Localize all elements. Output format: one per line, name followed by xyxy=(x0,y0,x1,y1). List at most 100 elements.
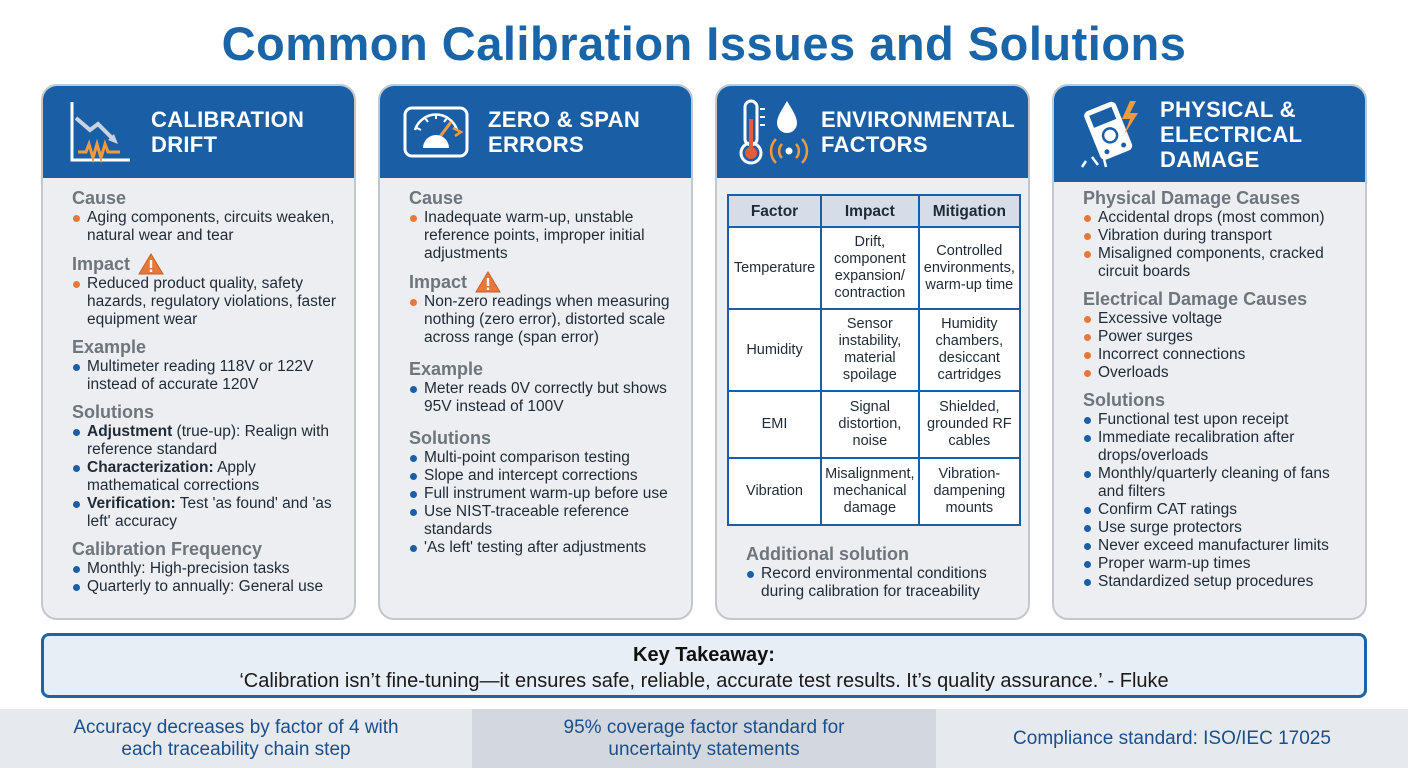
card-title: PHYSICAL & ELECTRICAL DAMAGE xyxy=(1160,97,1302,172)
section-heading: Example xyxy=(72,337,147,357)
list-item: Immediate recalibration after drops/over… xyxy=(1083,429,1351,465)
table-row: EMI Signal distortion, noise Shielded, g… xyxy=(726,390,1022,459)
card-title-line: ZERO & SPAN xyxy=(488,107,641,132)
section-heading: Cause xyxy=(72,188,127,208)
table-cell: Misalignment, mechanical damage xyxy=(820,457,920,526)
list-item: Never exceed manufacturer limits xyxy=(1083,537,1351,555)
list-item: Accidental drops (most common) xyxy=(1083,209,1351,227)
term: Characterization: xyxy=(87,459,214,476)
section-heading-text: Impact xyxy=(409,271,468,292)
footer-fact-text: Accuracy decreases by factor of 4 with e… xyxy=(73,716,399,760)
card-title-line: FACTORS xyxy=(821,132,928,157)
footer-fact: Accuracy decreases by factor of 4 with e… xyxy=(0,709,472,768)
list-item: Use NIST-traceable reference standards xyxy=(409,503,677,539)
table-row: Humidity Sensor instability, material sp… xyxy=(726,308,1022,392)
list-item: Power surges xyxy=(1083,328,1351,346)
table-cell: Controlled environments, warm-up time xyxy=(917,226,1022,310)
footer-fact-text: 95% coverage factor standard for uncerta… xyxy=(563,716,845,760)
list-item: Overloads xyxy=(1083,364,1351,382)
table-header: Factor xyxy=(726,194,823,228)
list-item: Slope and intercept corrections xyxy=(409,467,677,485)
list-item: Full instrument warm-up before use xyxy=(409,485,677,503)
warning-icon xyxy=(138,253,164,275)
section-heading: Electrical Damage Causes xyxy=(1083,289,1308,309)
term: Adjustment xyxy=(87,423,173,440)
card-calibration-drift: CALIBRATION DRIFT Cause Aging components… xyxy=(41,84,356,620)
card-title-line: ELECTRICAL xyxy=(1160,121,1303,147)
list-item: Reduced product quality, safety hazards,… xyxy=(72,275,340,329)
card-header: CALIBRATION DRIFT xyxy=(43,86,354,178)
list-item: Verification: Test 'as found' and 'as le… xyxy=(72,495,340,531)
list-item: Monthly: High-precision tasks xyxy=(72,560,340,578)
environment-table: Factor Impact Mitigation Temperature Dri… xyxy=(726,194,1022,526)
card-body: Physical Damage Causes Accidental drops … xyxy=(1054,182,1365,591)
list-item: Use surge protectors xyxy=(1083,519,1351,537)
card-zero-span-errors: ZERO & SPAN ERRORS Cause Inadequate warm… xyxy=(378,84,693,620)
list-item: Standardized setup procedures xyxy=(1083,573,1351,591)
page-title: Common Calibration Issues and Solutions xyxy=(221,17,1187,70)
key-takeaway-box: Key Takeaway: ‘Calibration isn’t fine-tu… xyxy=(41,633,1367,698)
footer-fact-text: Compliance standard: ISO/IEC 17025 xyxy=(1013,727,1331,749)
footer: Accuracy decreases by factor of 4 with e… xyxy=(0,709,1408,768)
list-item: Multi-point comparison testing xyxy=(409,449,677,467)
card-title-line: DRIFT xyxy=(151,132,218,157)
warning-icon xyxy=(475,271,501,293)
table-header: Mitigation xyxy=(917,194,1022,228)
table-cell: Drift, component expansion/ contraction xyxy=(820,226,920,310)
list-item: Aging components, circuits weaken, natur… xyxy=(72,209,340,245)
thermometer-humidity-icon xyxy=(739,97,809,167)
section-heading: Calibration Frequency xyxy=(72,539,263,559)
card-body: Additional solution Record environmental… xyxy=(717,526,1028,601)
list-item: Monthly/quarterly cleaning of fans and f… xyxy=(1083,465,1351,501)
card-title-line: ERRORS xyxy=(488,132,584,157)
section-heading: Physical Damage Causes xyxy=(1083,188,1301,208)
list-item: Inadequate warm-up, unstable reference p… xyxy=(409,209,677,263)
list-item: Non-zero readings when measuring nothing… xyxy=(409,293,677,347)
card-title: ZERO & SPAN ERRORS xyxy=(488,107,640,157)
section-heading: Solutions xyxy=(72,402,154,422)
table-header: Impact xyxy=(820,194,920,228)
table-cell: Humidity xyxy=(726,308,823,392)
card-environmental-factors: ENVIRONMENTAL FACTORS Factor Impact Miti… xyxy=(715,84,1030,620)
card-physical-electrical-damage: PHYSICAL & ELECTRICAL DAMAGE Physical Da… xyxy=(1052,84,1367,620)
section-heading: Impact xyxy=(409,271,677,293)
table-cell: Vibration xyxy=(726,457,823,526)
list-item: Meter reads 0V correctly but shows 95V i… xyxy=(409,380,677,416)
list-item: Adjustment (true-up): Realign with refer… xyxy=(72,423,340,459)
table-cell: Vibration-dampening mounts xyxy=(917,457,1022,526)
list-item: Functional test upon receipt xyxy=(1083,411,1351,429)
table-row: Vibration Misalignment, mechanical damag… xyxy=(726,457,1022,526)
chart-drift-icon xyxy=(65,97,135,167)
section-heading: Solutions xyxy=(1083,390,1165,410)
table-cell: Humidity chambers, desiccant cartridges xyxy=(917,308,1022,392)
card-header: ENVIRONMENTAL FACTORS xyxy=(717,86,1028,178)
table-cell: Temperature xyxy=(726,226,823,310)
section-heading: Solutions xyxy=(409,428,491,448)
section-heading: Additional solution xyxy=(746,544,909,564)
list-item: Record environmental conditions during c… xyxy=(746,565,1014,601)
footer-fact: 95% coverage factor standard for uncerta… xyxy=(472,709,936,768)
list-item: Excessive voltage xyxy=(1083,310,1351,328)
card-title-line: PHYSICAL & xyxy=(1160,96,1296,122)
section-heading-text: Impact xyxy=(72,253,131,274)
card-body: Cause Inadequate warm-up, unstable refer… xyxy=(380,178,691,557)
footer-fact: Compliance standard: ISO/IEC 17025 xyxy=(936,709,1408,768)
list-item: Quarterly to annually: General use xyxy=(72,578,340,596)
table-cell: Shielded, grounded RF cables xyxy=(917,390,1022,459)
card-title: CALIBRATION DRIFT xyxy=(151,107,304,157)
list-item: Multimeter reading 118V or 122V instead … xyxy=(72,358,340,394)
broken-multimeter-icon xyxy=(1076,99,1146,169)
term-text: Test 'as found' and 'as left' accuracy xyxy=(87,495,332,530)
list-item: Vibration during transport xyxy=(1083,227,1351,245)
key-takeaway-quote: ‘Calibration isn’t fine-tuning—it ensure… xyxy=(239,670,1169,692)
list-item: Confirm CAT ratings xyxy=(1083,501,1351,519)
term: Verification: xyxy=(87,495,176,512)
section-heading: Impact xyxy=(72,253,340,275)
card-title-line: ENVIRONMENTAL xyxy=(821,107,1016,132)
list-item: Misaligned components, cracked circuit b… xyxy=(1083,245,1351,281)
list-item: Proper warm-up times xyxy=(1083,555,1351,573)
table-cell: EMI xyxy=(726,390,823,459)
card-title-line: DAMAGE xyxy=(1160,146,1260,172)
table-row: Temperature Drift, component expansion/ … xyxy=(726,226,1022,310)
section-heading: Cause xyxy=(409,188,464,208)
